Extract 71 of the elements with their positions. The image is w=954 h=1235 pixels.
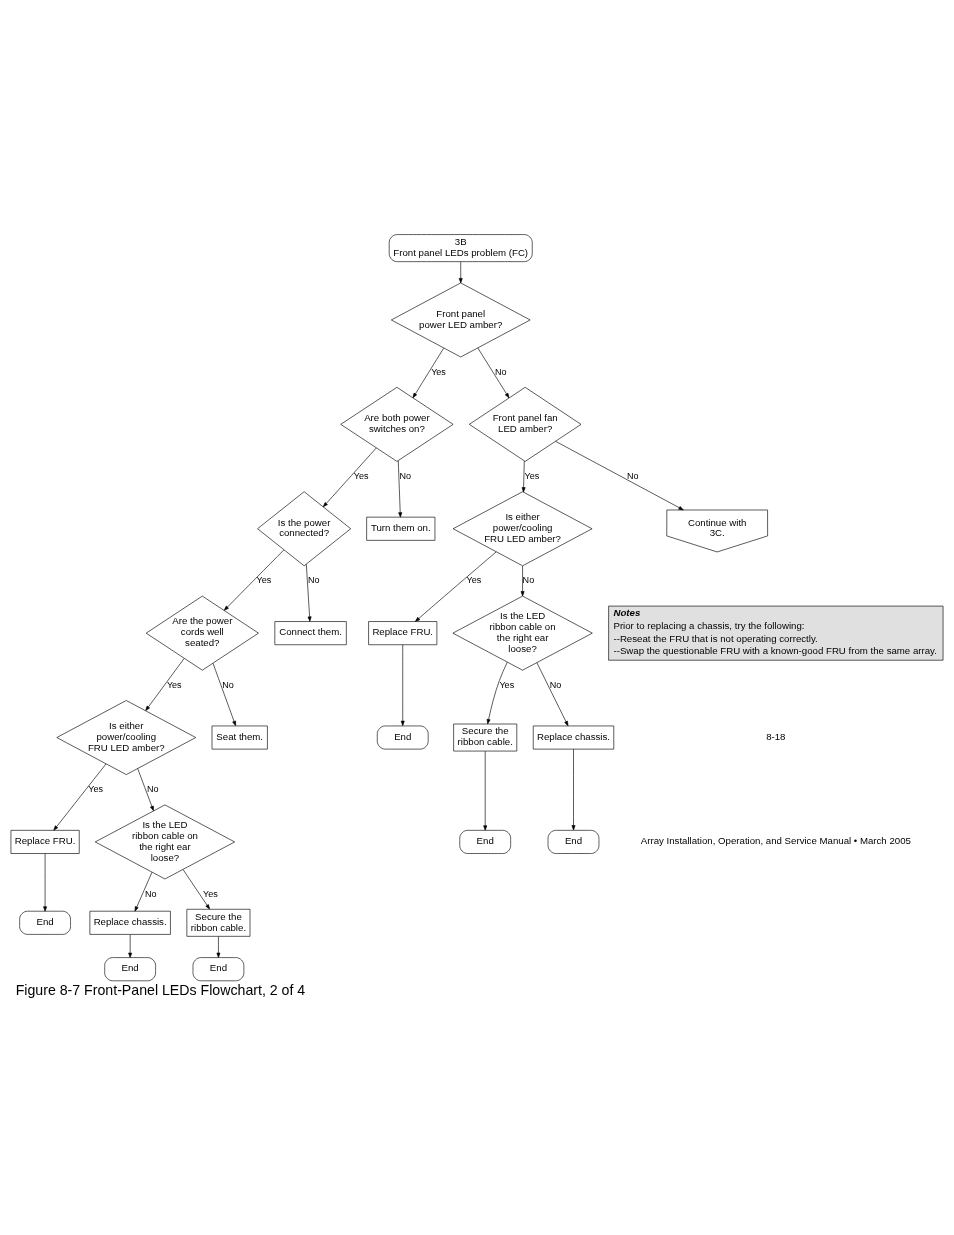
arrow: [415, 551, 497, 622]
edge-label: No: [522, 574, 535, 585]
node-box: End: [376, 725, 429, 749]
node-box: Seat them.: [211, 725, 268, 749]
node-diamond: Front panel power LED amber?: [391, 282, 531, 357]
edge-label: No: [222, 679, 234, 690]
edge-label: No: [494, 366, 507, 377]
node-box: Replace chassis.: [532, 725, 615, 749]
node-box: Turn them on.: [366, 516, 436, 541]
edge-label: No: [146, 783, 159, 794]
edge-label: No: [145, 888, 157, 899]
edge-label: No: [399, 470, 412, 481]
node-diamond: Is the power connected?: [257, 490, 352, 566]
edge-label: No: [549, 679, 562, 690]
arrow: [486, 661, 508, 724]
arrow: [477, 347, 510, 398]
edge-label: Yes: [88, 783, 104, 794]
node-box: Notes Prior to replacing a chassis, try the following: --Reseat the FRU that is not operating correctly. --Swap the questionable FRU with a known-good FRU from the same array.: [608, 605, 944, 661]
edge-label: No: [627, 470, 639, 481]
arrow: [212, 662, 236, 726]
arrow: [412, 347, 444, 398]
node-box: End: [192, 956, 245, 981]
arrow: [322, 447, 377, 507]
edge-label: Yes: [166, 679, 182, 690]
arrow: [397, 459, 403, 517]
edge-label: Yes: [524, 470, 540, 481]
node-diamond: Is either power/cooling FRU LED amber?: [452, 490, 593, 566]
arrow: [521, 460, 526, 492]
arrow: [306, 563, 312, 622]
node-diamond: Are the power cords well seated?: [145, 595, 259, 671]
arrow: [134, 871, 153, 911]
node-box: End: [19, 910, 71, 935]
edge-label: Yes: [431, 366, 446, 377]
node-box: End: [459, 829, 511, 854]
node-box: End: [547, 829, 600, 854]
node-diamond: Is the LED ribbon cable on the right ear loose?: [452, 595, 593, 671]
caption: Figure 8-7 Front-Panel LEDs Flowchart, 2 of 4: [15, 981, 306, 998]
edge-label: Yes: [466, 574, 482, 585]
label: 8-18: [766, 730, 786, 742]
node-box: Secure the ribbon cable.: [186, 908, 251, 937]
arrow: [145, 657, 185, 711]
edge-label: Yes: [499, 679, 515, 690]
arrow: [536, 661, 569, 726]
node-box: Connect them.: [274, 620, 347, 645]
node-diamond: Front panel fan LED amber?: [469, 386, 582, 462]
node-diamond: Are both power switches on?: [340, 386, 454, 462]
node-box: Replace FRU.: [10, 829, 80, 854]
arrow: [53, 763, 107, 831]
node-box: End: [104, 956, 156, 981]
arrow: [400, 644, 405, 726]
arrow: [43, 852, 47, 911]
node-box: 3B Front panel LEDs problem (FC): [388, 233, 533, 262]
arrow: [555, 440, 684, 510]
arrow: [223, 549, 285, 611]
arrow: [571, 748, 576, 830]
node-box: Replace chassis.: [89, 910, 171, 935]
arrow: [483, 750, 488, 831]
node-diamond: Is either power/cooling FRU LED amber?: [56, 699, 197, 775]
edge-label: No: [308, 574, 320, 585]
arrow: [520, 565, 525, 596]
edge-label: Yes: [203, 888, 218, 899]
arrow: [458, 260, 463, 283]
label: Array Installation, Operation, and Service Manual • March 2005: [640, 834, 911, 846]
edge-label: Yes: [256, 574, 272, 585]
arrow: [182, 868, 210, 909]
node-box: Secure the ribbon cable.: [453, 723, 518, 751]
arrow: [137, 767, 154, 811]
edge-label: Yes: [353, 470, 369, 481]
arrow: [216, 935, 221, 958]
arrow: [128, 933, 133, 958]
node-box: Replace FRU.: [368, 620, 438, 645]
